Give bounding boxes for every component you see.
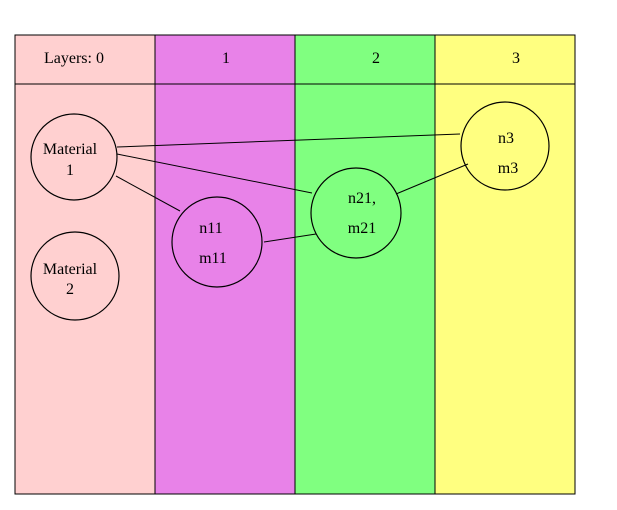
node-n3-label-line2: m3 xyxy=(498,160,518,177)
node-material2-label-line2: 2 xyxy=(66,281,74,298)
node-n11-label-line2: m11 xyxy=(199,250,227,267)
node-n3-label-line1: n3 xyxy=(498,130,514,147)
node-n21: n21, m21 xyxy=(310,167,402,259)
node-n21-label-line2: m21 xyxy=(348,220,376,237)
node-material1-label-line2: 1 xyxy=(66,162,74,179)
node-n21-circle xyxy=(310,167,402,259)
edge-material1-n11 xyxy=(115,175,181,212)
layer-3-column xyxy=(434,34,576,495)
layer-1-header: 1 xyxy=(222,50,230,67)
node-n21-label-line1: n21, xyxy=(348,190,376,207)
node-n3-circle xyxy=(460,101,550,191)
node-material2: Material 2 xyxy=(30,231,120,321)
node-material2-circle xyxy=(30,231,120,321)
node-n3: n3 m3 xyxy=(460,101,550,191)
edge-material1-n3 xyxy=(116,133,461,148)
edge-n11-n21 xyxy=(263,233,317,243)
node-material1-circle xyxy=(30,113,118,201)
layer-2-header: 2 xyxy=(372,50,380,67)
edge-n21-n3 xyxy=(395,163,469,195)
layer-0-header: Layers: 0 xyxy=(44,50,104,67)
node-n11-circle xyxy=(171,196,263,288)
layer-0-column xyxy=(14,34,156,495)
edge-material1-n21 xyxy=(116,153,313,194)
layer-2-column xyxy=(294,34,436,495)
node-material1-label-line1: Material xyxy=(43,141,98,158)
node-material1: Material 1 xyxy=(30,113,118,201)
node-n11: n11 m11 xyxy=(171,196,263,288)
layer-3-header: 3 xyxy=(512,50,520,67)
node-n11-label-line1: n11 xyxy=(199,220,222,237)
node-material2-label-line1: Material xyxy=(43,261,98,278)
